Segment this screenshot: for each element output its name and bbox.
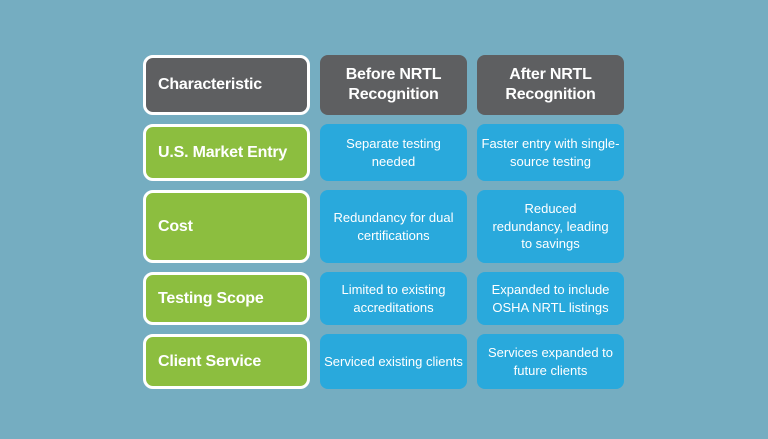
cell-after-client-service: Services expanded to future clients (477, 334, 624, 389)
row-label-client-service: Client Service (143, 334, 310, 389)
cell-before-cost: Redundancy for dual certifications (320, 190, 467, 263)
row-label-text: Client Service (158, 352, 262, 370)
row-label-text: U.S. Market Entry (158, 143, 288, 161)
cell-before-client-service: Serviced existing clients (320, 334, 467, 389)
header-before-nrtl: Before NRTL Recognition (320, 55, 467, 115)
row-label-text: Cost (158, 217, 193, 235)
cell-text: Serviced existing clients (324, 353, 463, 369)
cell-after-testing-scope: Expanded to include OSHA NRTL listings (477, 272, 624, 325)
cell-before-us-market-entry: Separate testing needed (320, 124, 467, 181)
header-before-nrtl-label: Before NRTL Recognition (345, 66, 442, 103)
header-after-nrtl: After NRTL Recognition (477, 55, 624, 115)
cell-before-testing-scope: Limited to existing accreditations (320, 272, 467, 325)
cell-text: Reduced redundancy, leading to savings (492, 201, 609, 252)
row-label-us-market-entry: U.S. Market Entry (143, 124, 310, 181)
header-characteristic-label: Characteristic (158, 76, 262, 93)
cell-text: Separate testing needed (346, 135, 441, 169)
header-characteristic: Characteristic (143, 55, 310, 115)
cell-text: Faster entry with single-source testing (481, 135, 620, 169)
cell-text: Expanded to include OSHA NRTL listings (491, 281, 610, 315)
header-after-nrtl-label: After NRTL Recognition (505, 66, 596, 103)
cell-after-cost: Reduced redundancy, leading to savings (477, 190, 624, 263)
cell-text: Services expanded to future clients (487, 344, 614, 378)
row-label-cost: Cost (143, 190, 310, 263)
cell-text: Redundancy for dual certifications (333, 209, 454, 243)
row-label-testing-scope: Testing Scope (143, 272, 310, 325)
row-label-text: Testing Scope (158, 289, 264, 307)
cell-text: Limited to existing accreditations (341, 281, 446, 315)
cell-after-us-market-entry: Faster entry with single-source testing (477, 124, 624, 181)
comparison-table: Characteristic Before NRTL Recognition A… (143, 55, 624, 389)
